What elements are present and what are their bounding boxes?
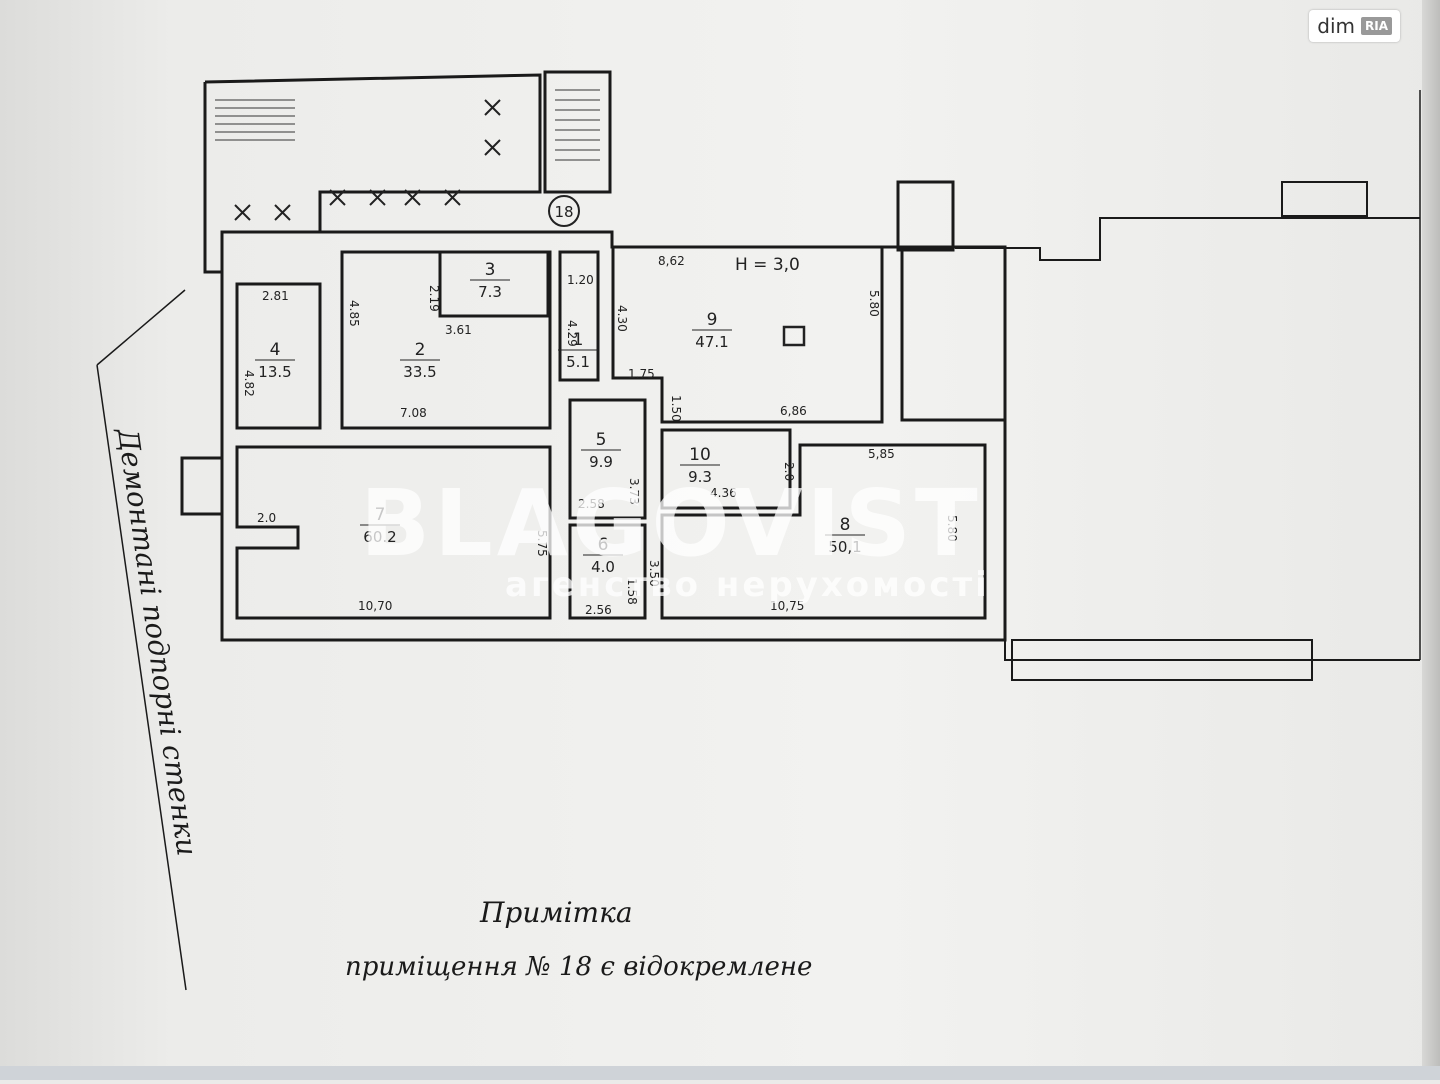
dimension-label: 5.80	[945, 515, 959, 542]
room-area: 4.0	[591, 558, 615, 576]
dimension-label: 4.36	[710, 486, 737, 500]
dimension-label: 7.08	[400, 406, 427, 420]
dimension-label: 6,86	[780, 404, 807, 418]
room-18-marker: 18	[548, 195, 580, 227]
room-area: 13.5	[258, 363, 291, 381]
room-number: 6	[598, 535, 609, 555]
room-number: 7	[375, 505, 386, 525]
dimension-label: 3.61	[445, 323, 472, 337]
room-9-outline	[611, 245, 884, 424]
room-number: 2	[415, 340, 426, 360]
dimension-label: 5.75	[535, 530, 549, 557]
dimension-label: 4.85	[347, 300, 361, 327]
room-label-7: 760.2	[360, 505, 400, 546]
room-area: 9.3	[688, 468, 712, 486]
room-4-outline	[235, 282, 322, 430]
logo-ria: RIA	[1361, 17, 1392, 35]
dimension-label: 1.20	[567, 273, 594, 287]
column-icon	[782, 325, 806, 347]
dimension-label: 4.29	[565, 320, 579, 347]
dimension-label: 10,70	[358, 599, 392, 613]
dimension-label: 2.81	[262, 289, 289, 303]
dimension-label: 10,75	[770, 599, 804, 613]
room-number: 5	[596, 430, 607, 450]
logo-dim: dim	[1317, 14, 1355, 38]
room-number: 10	[689, 445, 711, 465]
dimension-label: 2.0	[782, 462, 796, 481]
room-area: 50,1	[828, 538, 861, 556]
room-number: 1	[573, 330, 584, 350]
room-7-outline	[235, 445, 552, 620]
dimension-label: 4.30	[615, 305, 629, 332]
room-2-outline	[340, 250, 552, 430]
room-area: 7.3	[478, 283, 502, 301]
demolished-walls-crosses	[234, 99, 501, 221]
dimension-label: 8,62	[658, 254, 685, 268]
right-area-outline	[900, 245, 1007, 422]
note-title: Примітка	[479, 896, 633, 929]
monitor-bezel	[1422, 0, 1440, 1080]
room-10-outline	[660, 428, 792, 510]
ceiling-height-label: H = 3,0	[735, 255, 800, 275]
dim-ria-logo[interactable]: dim RIA	[1309, 10, 1400, 42]
dimension-label: 4.82	[242, 370, 256, 397]
dimension-label: 2.56	[585, 603, 612, 617]
room-number: 3	[485, 260, 496, 280]
room-number: 4	[270, 340, 281, 360]
dimension-label: 2.0	[257, 511, 276, 525]
room-label-2: 233.5	[400, 340, 440, 381]
room-area: 5.1	[566, 353, 590, 371]
room-number: 8	[840, 515, 851, 535]
room-label-3: 37.3	[470, 260, 510, 301]
room-area: 60.2	[363, 528, 396, 546]
room-label-5: 59.9	[581, 430, 621, 471]
room-label-1: 15.1	[558, 330, 598, 371]
room-area: 9.9	[589, 453, 613, 471]
room-6-outline	[568, 523, 647, 620]
room-label-9: 947.1	[692, 310, 732, 351]
dimension-label: 5,85	[868, 447, 895, 461]
room-label-4: 413.5	[255, 340, 295, 381]
dimension-label: 1.50	[669, 395, 683, 422]
dimension-label: 3.73	[627, 478, 641, 505]
note-text: приміщення № 18 є відокремлене	[345, 952, 812, 982]
dimension-label: 2.58	[578, 497, 605, 511]
walls	[96, 70, 1421, 991]
dimension-label: 1.75	[628, 367, 655, 381]
room-5-outline	[568, 398, 647, 520]
dimension-label: 1.58	[625, 578, 639, 605]
room-label-6: 64.0	[583, 535, 623, 576]
stair-treads	[215, 89, 600, 161]
room-number: 9	[707, 310, 718, 330]
room-area: 47.1	[695, 333, 728, 351]
dimension-label: 5.80	[867, 290, 881, 317]
room-1-outline	[558, 250, 600, 382]
dimension-label: 3.50	[647, 560, 661, 587]
room-8-outline	[660, 443, 987, 620]
room-label-10: 109.3	[680, 445, 720, 486]
room-label-8: 850,1	[825, 515, 865, 556]
dimension-label: 2.19	[427, 285, 441, 312]
room-area: 33.5	[403, 363, 436, 381]
room-3-outline	[438, 250, 550, 318]
room-18-label: 18	[554, 203, 573, 221]
taskbar	[0, 1066, 1440, 1080]
